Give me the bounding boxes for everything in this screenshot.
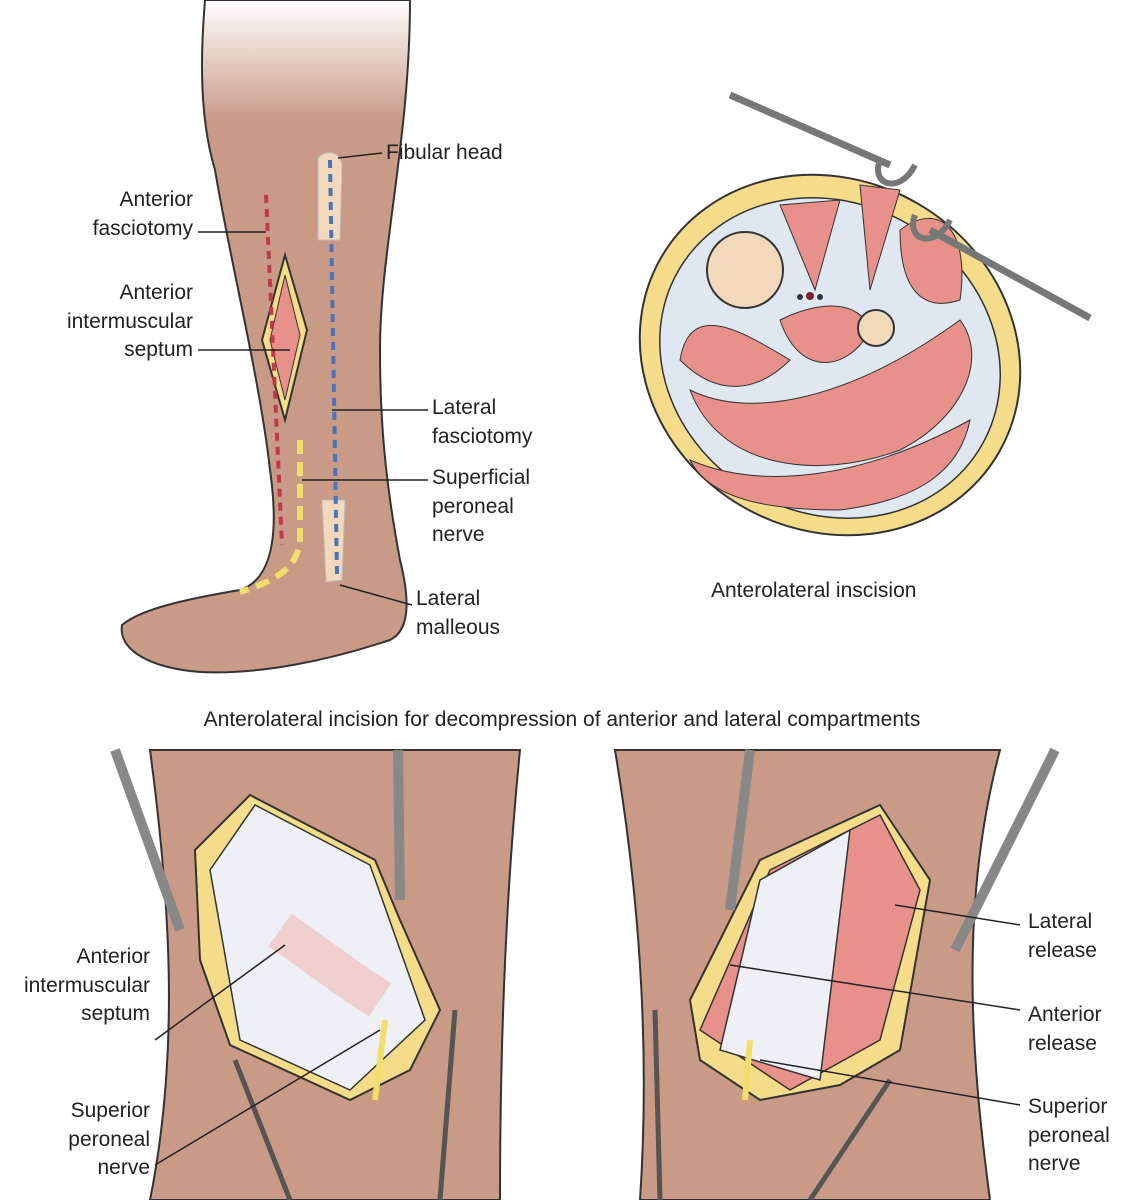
label-bl-anterior-intermuscular-septum: Anterior intermuscular septum: [24, 943, 150, 1029]
label-lateral-malleous: Lateral malleous: [416, 585, 500, 642]
label-line: Superficial: [432, 466, 531, 489]
label-line: intermuscular: [66, 309, 193, 333]
label-line: Superior: [70, 1099, 150, 1122]
label-line: release: [1028, 938, 1097, 962]
label-line: fasciotomy: [432, 424, 533, 448]
cross-section: [638, 91, 1092, 537]
label-line: release: [1028, 1031, 1097, 1055]
cross-section-caption: Anterolateral inscision: [711, 579, 917, 602]
label-bl-superior-peroneal-nerve: Superior peroneal nerve: [68, 1097, 150, 1183]
label-line: nerve: [432, 523, 485, 546]
label-line: malleous: [416, 615, 501, 639]
label-anterior-release: Anterior release: [1028, 1001, 1102, 1058]
label-br-superior-peroneal-nerve: Superior peroneal nerve: [1028, 1093, 1110, 1179]
label-lateral-release: Lateral release: [1028, 908, 1097, 965]
label-anterior-intermuscular-septum: Anterior intermuscular septum: [67, 279, 193, 365]
label-line: peroneal: [432, 494, 514, 518]
leg-side-view: [120, 0, 412, 674]
label-line: peroneal: [68, 1127, 150, 1151]
label-line: Superior: [1028, 1095, 1108, 1118]
label-line: septum: [81, 1002, 150, 1025]
label-line: Lateral: [416, 587, 481, 610]
label-line: Lateral: [432, 396, 497, 419]
leader-lines-bottom: [154, 904, 1021, 1166]
figure-caption: Anterolateral incision for decompression…: [203, 708, 921, 731]
surgical-view-left: [110, 748, 522, 1200]
surgical-view-right: [613, 747, 1060, 1200]
label-line: Lateral: [1028, 910, 1093, 933]
label-line: Anterior: [119, 281, 193, 304]
label-line: peroneal: [1028, 1123, 1110, 1147]
label-line: Anterior: [119, 188, 193, 211]
label-line: nerve: [97, 1156, 150, 1179]
label-line: fasciotomy: [92, 216, 193, 240]
label-line: Anterior: [76, 945, 150, 968]
label-fibular-head: Fibular head: [386, 141, 503, 164]
label-anterior-fasciotomy: Anterior fasciotomy: [93, 186, 193, 243]
label-line: intermuscular: [23, 973, 150, 997]
label-line: septum: [124, 338, 193, 361]
label-line: Anterior: [1028, 1003, 1102, 1026]
label-line: nerve: [1028, 1152, 1081, 1175]
label-lateral-fasciotomy: Lateral fasciotomy: [432, 394, 532, 451]
label-superficial-peroneal-nerve: Superficial peroneal nerve: [432, 464, 530, 550]
leader-lines: [198, 152, 428, 606]
